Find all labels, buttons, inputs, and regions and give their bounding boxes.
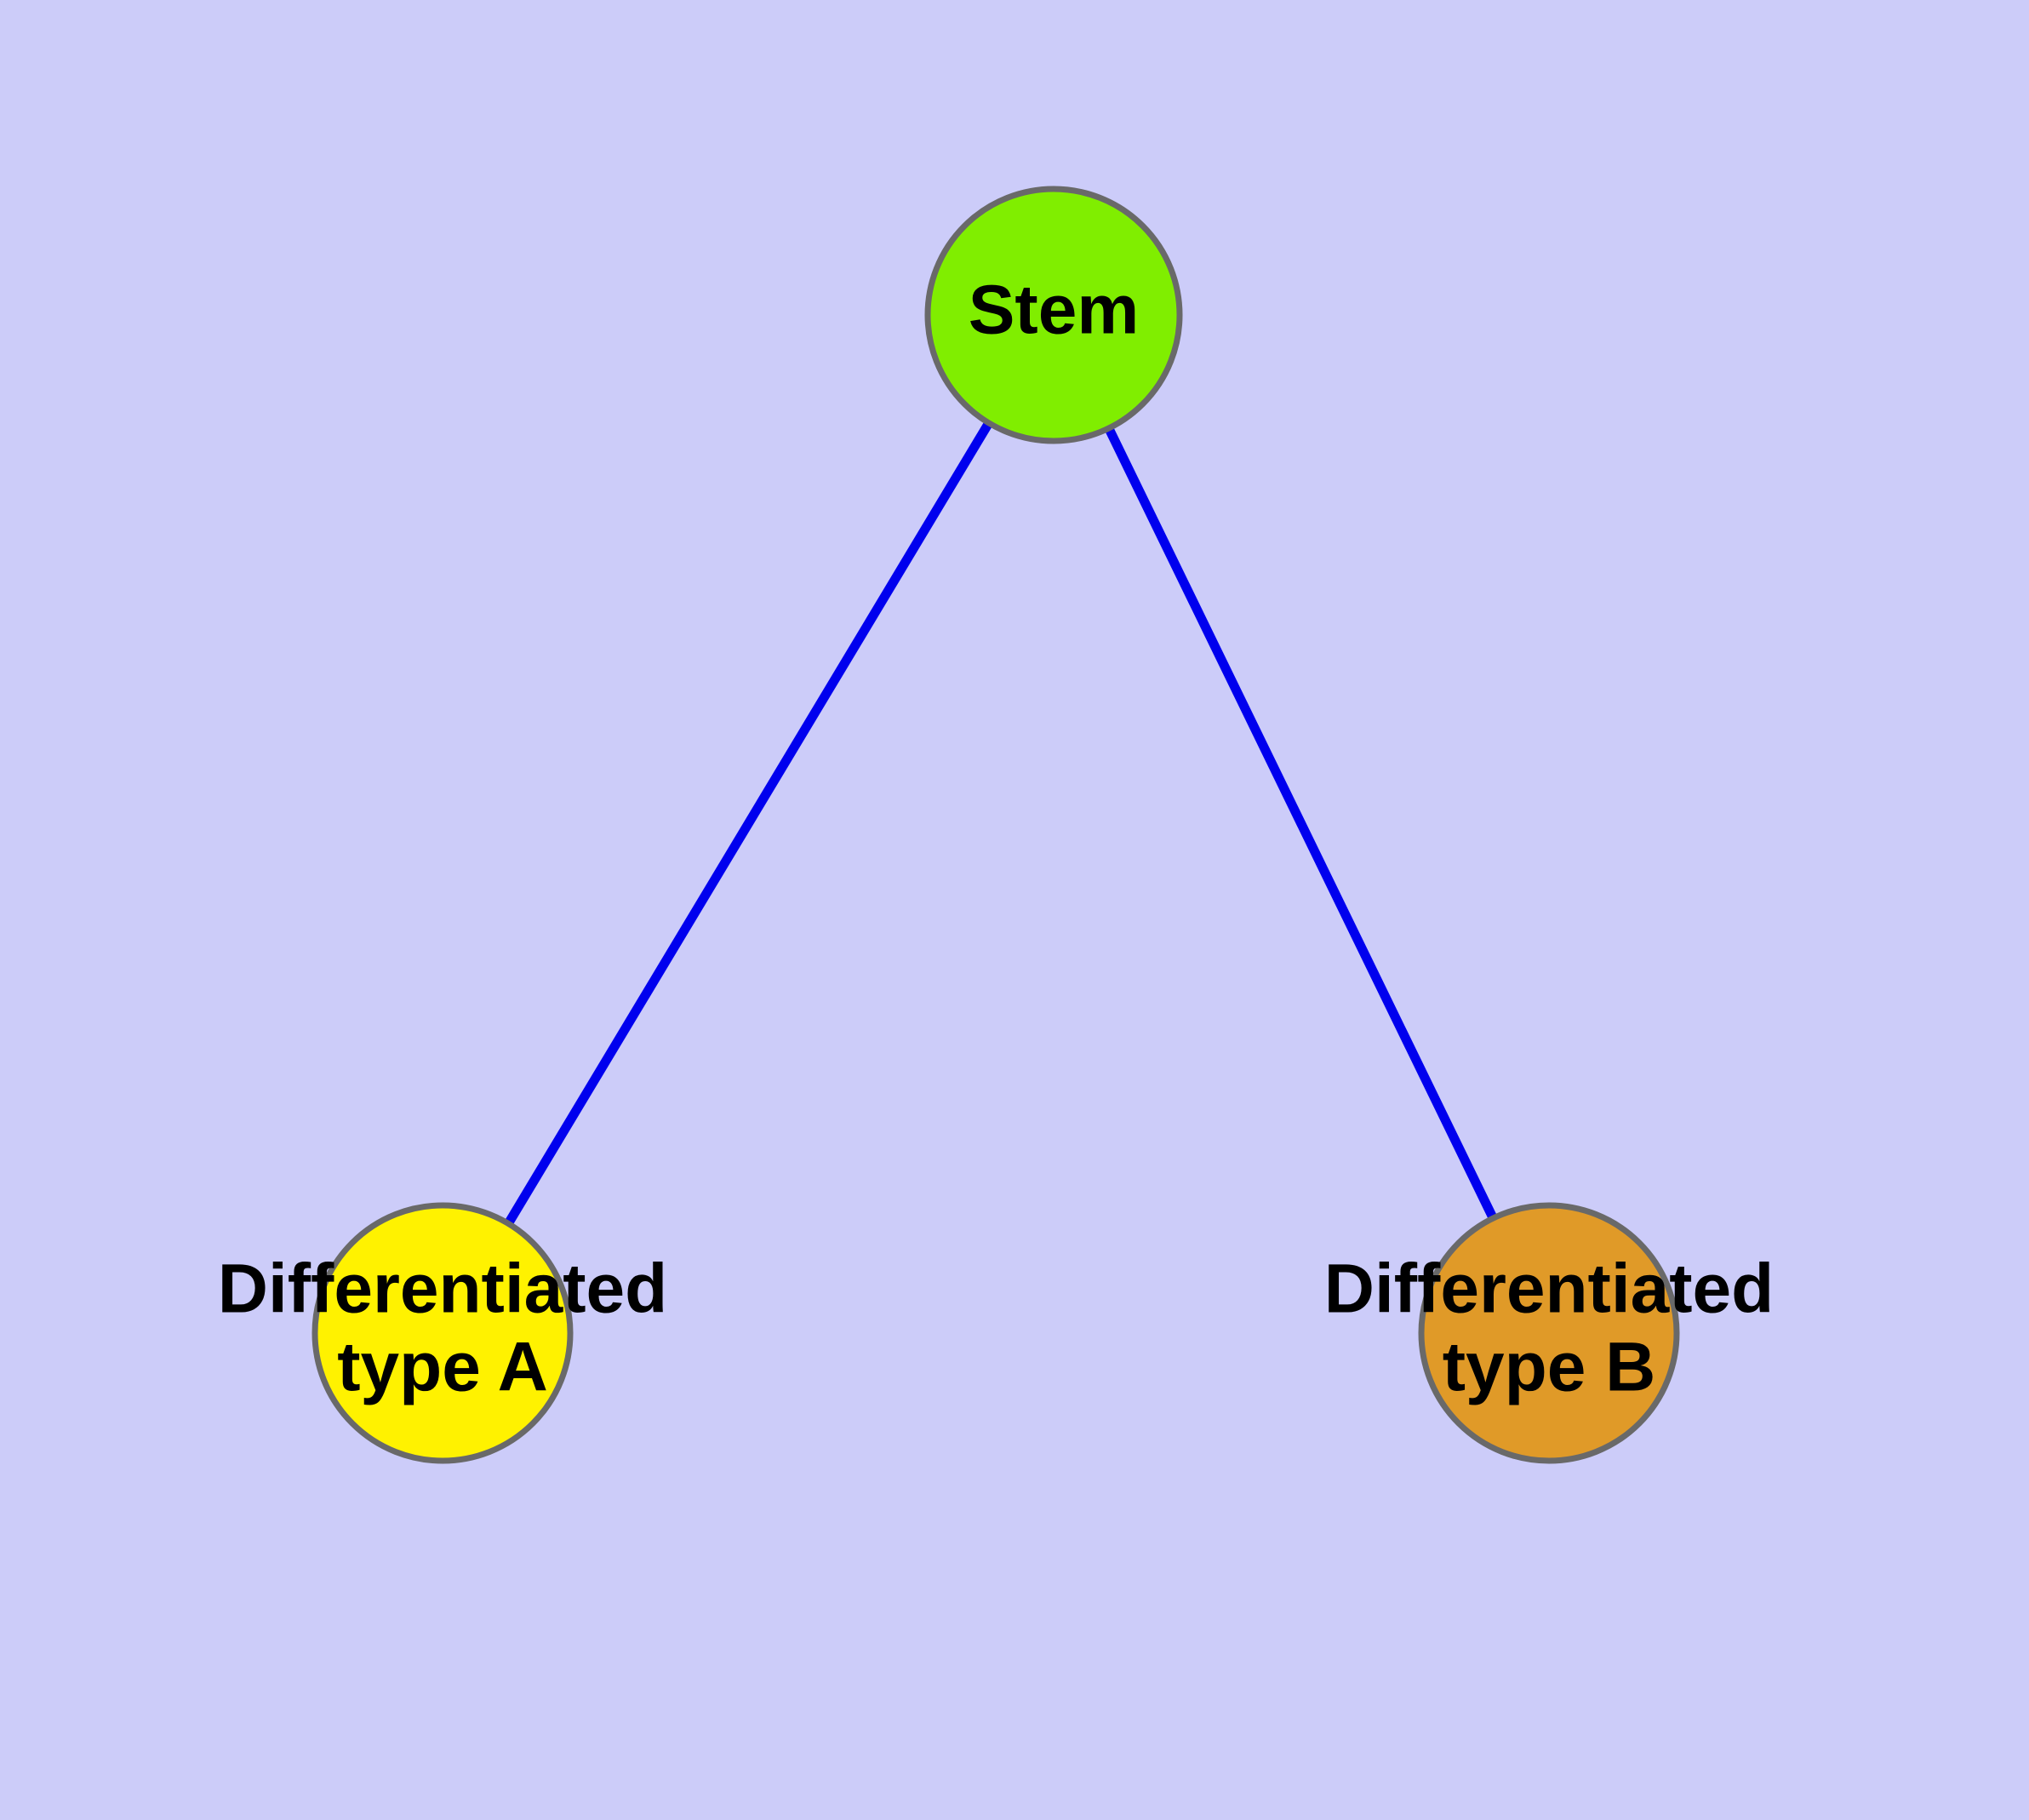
graph-node-stem[interactable] (924, 186, 1183, 444)
edges-layer (438, 312, 1553, 1336)
graph-edge[interactable] (1049, 312, 1553, 1336)
graph-node-label-stem: Stem (969, 272, 1140, 349)
node-label-line: Differentiated (1324, 1251, 1775, 1328)
graph-edge[interactable] (438, 312, 1058, 1336)
graph-node-diff-b[interactable] (1418, 1202, 1680, 1464)
node-label-line: type B (1443, 1329, 1656, 1406)
graph-node-diff-a[interactable] (311, 1202, 574, 1464)
node-label-line: Stem (969, 272, 1140, 349)
node-label-line: type A (337, 1329, 548, 1406)
node-label-line: Differentiated (218, 1251, 668, 1328)
nodes-layer (311, 186, 1680, 1464)
